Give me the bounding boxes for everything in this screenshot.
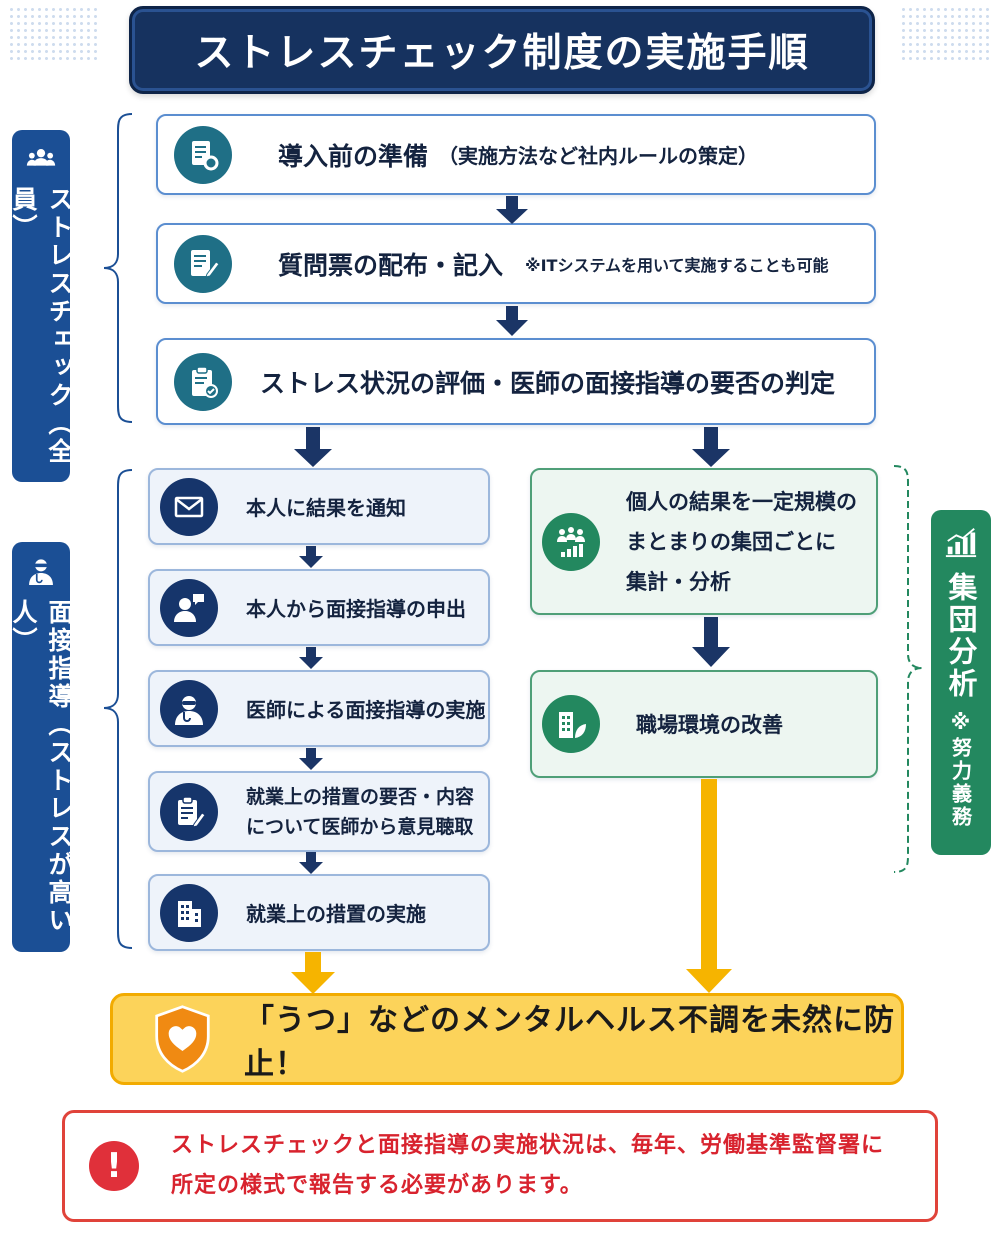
step-aggregate-analysis: 個人の結果を一定規模の まとまりの集団ごとに 集計・分析: [530, 468, 878, 615]
arrow-down: [299, 647, 323, 669]
envelope-icon: [160, 477, 218, 536]
arrow-down: [299, 546, 323, 568]
building-leaf-icon: [542, 695, 600, 753]
bracket-stress-check: [103, 113, 133, 423]
page-title: ストレスチェック制度の実施手順: [194, 31, 810, 76]
arrow-down: [692, 427, 730, 467]
note-text: ストレスチェックと面接指導の実施状況は、毎年、労働基準監督署に 所定の様式で報告…: [171, 1126, 884, 1206]
goal-banner: 「うつ」などのメンタルヘルス不調を未然に防止！: [110, 993, 904, 1085]
arrow-down: [299, 748, 323, 770]
side-label-text: 面接指導（ストレスが高い人）: [9, 598, 74, 935]
step-label: 本人に結果を通知: [246, 496, 406, 520]
exclamation-icon: !: [89, 1141, 139, 1191]
step-label-line3: 集計・分析: [626, 569, 731, 594]
step-label-line2: について医師から意見聴取: [246, 815, 474, 838]
bracket-interview: [103, 469, 133, 949]
step-label: 質問票の配布・記入: [278, 250, 504, 280]
step-label-line2: まとまりの集団ごとに: [626, 529, 836, 554]
step-request-interview: 本人から面接指導の申出: [148, 569, 490, 646]
step-text-group: 就業上の措置の要否・内容 について医師から意見聴取: [246, 782, 474, 842]
step-implement-measures: 就業上の措置の実施: [148, 874, 490, 951]
step-sub: ※ITシステムを用いて実施することも可能: [525, 255, 829, 275]
step-label: 医師による面接指導の実施: [246, 698, 486, 722]
step-label: 導入前の準備: [278, 141, 429, 171]
clipboard-check-icon: [174, 352, 232, 411]
step-label: 就業上の措置の実施: [246, 902, 426, 926]
goal-text: 「うつ」などのメンタルヘルス不調を未然に防止！: [243, 1003, 895, 1082]
arrow-down: [496, 196, 528, 224]
side-label-note: ※努力義務: [948, 710, 973, 829]
step-label-line1: 就業上の措置の要否・内容: [246, 785, 475, 808]
form-pencil-icon: [174, 234, 232, 293]
note-line2: 所定の様式で報告する必要があります。: [171, 1173, 583, 1198]
side-label-interview: 面接指導（ストレスが高い人）: [9, 542, 74, 952]
decorative-dots-left: [8, 6, 100, 64]
shield-heart-icon: [155, 1005, 210, 1073]
building-icon: [160, 883, 218, 942]
arrow-down: [496, 306, 528, 336]
side-label-text: 集団分析: [944, 572, 978, 700]
step-questionnaire: 質問票の配布・記入 ※ITシステムを用いて実施することも可能: [156, 223, 876, 304]
report-note: ! ストレスチェックと面接指導の実施状況は、毎年、労働基準監督署に 所定の様式で…: [62, 1110, 938, 1222]
person-speech-icon: [160, 578, 218, 637]
arrow-down-yellow: [291, 952, 335, 994]
document-gear-icon: [174, 125, 232, 184]
side-label-group-analysis: 集団分析 ※努力義務: [931, 510, 991, 855]
step-notify-result: 本人に結果を通知: [148, 468, 490, 545]
side-label-text: ストレスチェック（全員）: [9, 185, 74, 466]
bar-chart-icon: [945, 527, 977, 558]
step-preparation: 導入前の準備 （実施方法など社内ルールの策定）: [156, 114, 876, 195]
arrow-down-yellow: [686, 779, 732, 993]
group-people-icon: [26, 148, 56, 166]
bracket-group-analysis: [893, 465, 923, 873]
step-label: 本人から面接指導の申出: [246, 597, 466, 621]
step-workplace-improvement: 職場環境の改善: [530, 670, 878, 778]
decorative-dots-right: [900, 6, 992, 64]
arrow-down: [299, 852, 323, 874]
clipboard-pencil-icon: [160, 782, 218, 841]
note-line1: ストレスチェックと面接指導の実施状況は、毎年、労働基準監督署に: [171, 1133, 885, 1158]
step-text-group: 個人の結果を一定規模の まとまりの集団ごとに 集計・分析: [626, 482, 857, 602]
step-doctor-opinion: 就業上の措置の要否・内容 について医師から意見聴取: [148, 771, 490, 852]
step-label-line1: 個人の結果を一定規模の: [626, 489, 857, 514]
side-label-stress-check: ストレスチェック（全員）: [9, 130, 74, 482]
arrow-down: [294, 427, 332, 467]
doctor-icon: [29, 559, 53, 585]
step-sub: （実施方法など社内ルールの策定）: [438, 144, 759, 168]
step-evaluation: ストレス状況の評価・医師の面接指導の要否の判定: [156, 338, 876, 425]
arrow-down: [692, 617, 730, 667]
step-label: ストレス状況の評価・医師の面接指導の要否の判定: [260, 368, 836, 398]
group-chart-icon: [542, 512, 600, 571]
step-label: 職場環境の改善: [636, 713, 783, 737]
doctor-icon: [160, 679, 218, 738]
title-banner: ストレスチェック制度の実施手順: [129, 6, 875, 94]
step-conduct-interview: 医師による面接指導の実施: [148, 670, 490, 747]
